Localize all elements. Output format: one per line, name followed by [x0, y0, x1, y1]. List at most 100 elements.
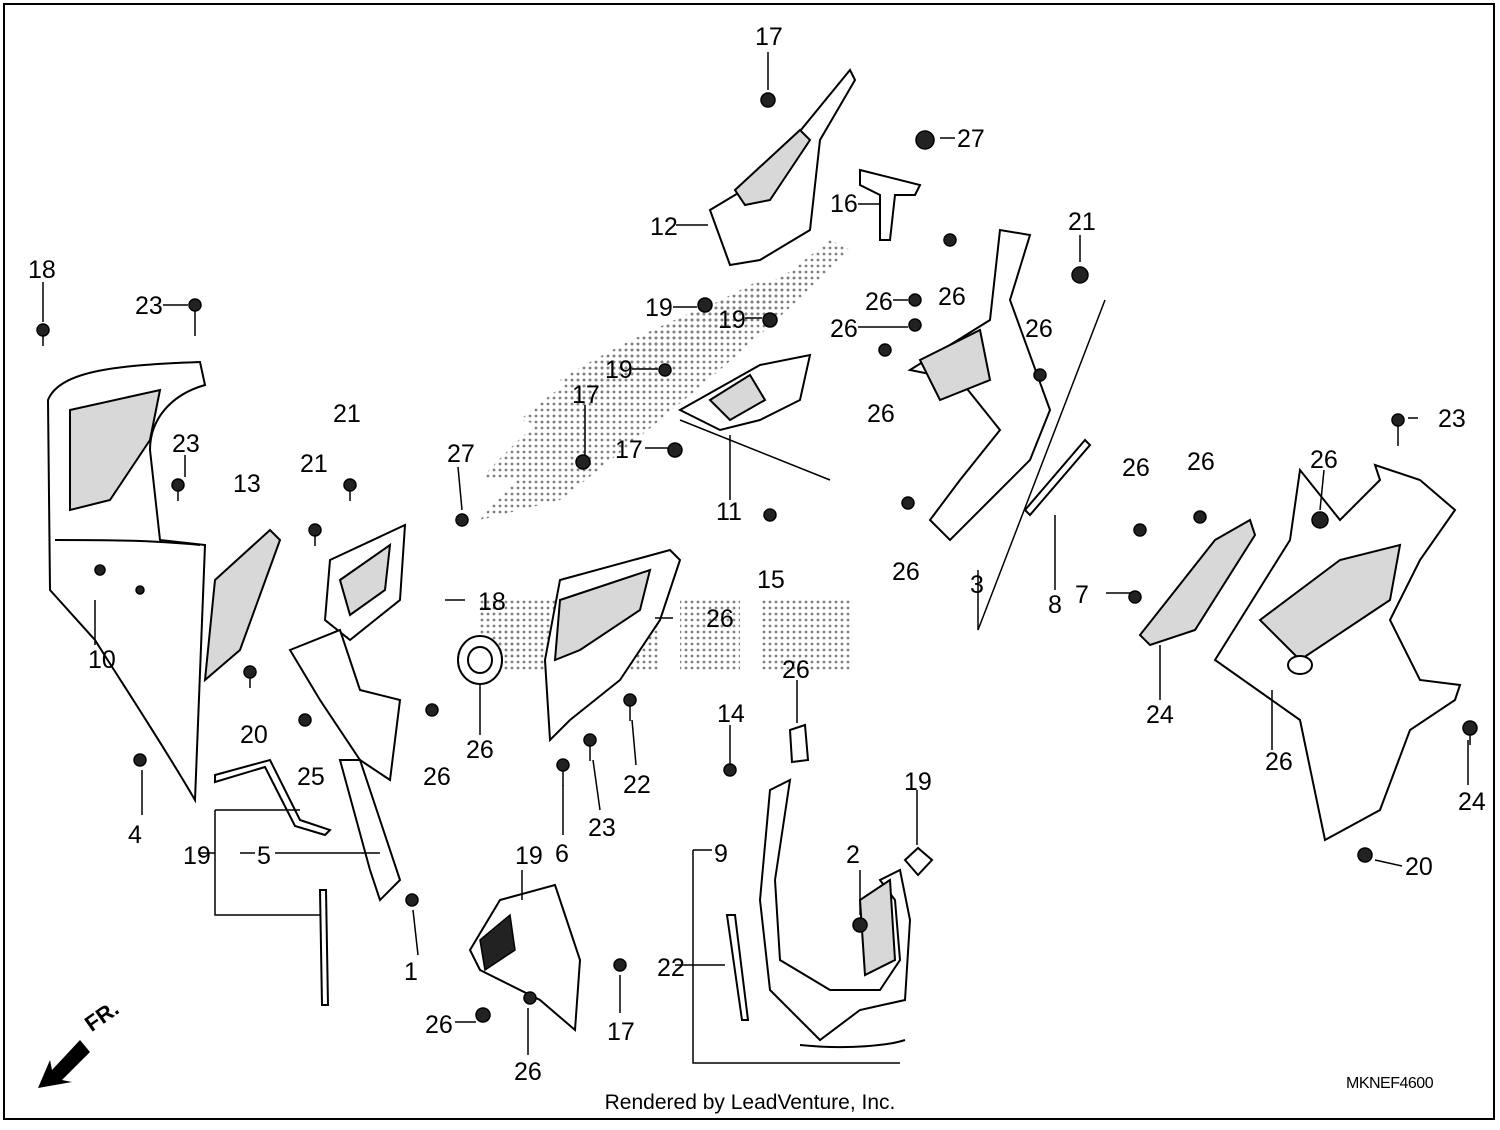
- bolt-icon: [1462, 720, 1478, 745]
- callout-26: 20: [240, 721, 268, 749]
- callout-3: 10: [88, 646, 116, 674]
- bolt-icon: [658, 363, 672, 377]
- callout-26: 15: [757, 566, 785, 594]
- front-arrow-icon: [38, 1040, 90, 1088]
- bolt-icon: [1357, 847, 1373, 863]
- bolt-icon: [760, 92, 776, 108]
- bolt-icon: [36, 323, 50, 346]
- callout-19: 6: [555, 840, 569, 868]
- bolt-icon: [1133, 523, 1147, 537]
- bolt-icon: [878, 343, 892, 357]
- callout-24: 19: [904, 768, 932, 796]
- part-8-right-inner-panel[interactable]: [907, 228, 1052, 542]
- part-7-trim-strip[interactable]: [1023, 438, 1092, 517]
- callout-15: 18: [478, 588, 506, 616]
- part-2-under-cowl[interactable]: [758, 778, 912, 1049]
- bolt-icon: [915, 130, 935, 150]
- bolt-icon: [425, 703, 439, 717]
- bolt-icon: [298, 713, 312, 727]
- callout-18: 26: [1310, 446, 1338, 474]
- callout-25: 26: [466, 736, 494, 764]
- bolt-icon: [667, 442, 683, 458]
- bolt-icon: [908, 293, 922, 307]
- bolt-icon: [188, 298, 202, 336]
- part-10-inner-cover[interactable]: [543, 548, 682, 743]
- part-14-inner-panel-right[interactable]: [1138, 518, 1257, 647]
- callout-17: 17: [755, 23, 783, 51]
- callout-8: 3: [970, 571, 984, 599]
- callout-19: 19: [718, 306, 746, 334]
- bolt-icon: [1391, 413, 1405, 446]
- bolt-icon: [475, 1007, 491, 1023]
- bolt-icon: [762, 312, 778, 328]
- part-15-bracket[interactable]: [288, 523, 407, 902]
- callout-18: 18: [28, 256, 56, 284]
- part-3-left-middle-cowl[interactable]: [46, 360, 207, 804]
- bolt-icon: [133, 753, 147, 767]
- callout-21: 21: [333, 400, 361, 428]
- bolt-icon: [243, 665, 257, 688]
- bolt-icon: [852, 917, 868, 933]
- bolt-icon: [583, 733, 597, 761]
- part-1-trim[interactable]: [725, 914, 750, 1021]
- callout-6: 5: [257, 842, 271, 870]
- bolt-icon: [763, 508, 777, 522]
- callout-26: 26: [892, 558, 920, 586]
- part-9-lower-bracket[interactable]: [468, 883, 582, 1033]
- callout-19: 22: [623, 771, 651, 799]
- callout-11: 11: [716, 498, 742, 526]
- callout-23: 23: [1438, 405, 1466, 433]
- callout-16: 16: [830, 190, 858, 218]
- bolt-icon: [943, 233, 957, 247]
- callout-26: 26: [867, 400, 895, 428]
- bolt-icon: [575, 454, 591, 470]
- callout-22: 4: [128, 821, 142, 849]
- callout-27: 27: [447, 440, 475, 468]
- callout-19: 26: [514, 1058, 542, 1086]
- callout-26: 25: [297, 763, 325, 791]
- callout-26: 26: [938, 283, 966, 311]
- part-25-grommet[interactable]: [457, 635, 503, 685]
- part-16-clip-bracket[interactable]: [859, 168, 922, 241]
- callout-20: 2: [846, 841, 860, 869]
- part-24-clips[interactable]: [788, 723, 934, 877]
- callout-13: 13: [233, 470, 261, 498]
- callout-26: 26: [1025, 315, 1053, 343]
- callout-27: 27: [957, 125, 985, 153]
- bolt-icon: [1071, 266, 1089, 284]
- callout-7: 8: [1048, 591, 1062, 619]
- part-13-inner-panel[interactable]: [203, 528, 282, 683]
- bolt-icon: [623, 693, 637, 721]
- bolt-icon: [455, 513, 469, 527]
- callout-26: 17: [607, 1018, 635, 1046]
- part-12-upper-cover[interactable]: [708, 68, 857, 267]
- part-4-right-middle-cowl[interactable]: [1213, 463, 1462, 842]
- footer-credit: Rendered by LeadVenture, Inc.: [604, 1091, 896, 1114]
- fasteners: [36, 92, 1478, 1023]
- bolt-icon: [405, 893, 419, 907]
- bolt-icon: [1128, 590, 1142, 604]
- bolt-icon: [556, 758, 570, 786]
- leader-lines: [42, 52, 1469, 1064]
- diagram-code: MKNEF4600: [1346, 1075, 1434, 1092]
- callout-26: 26: [1122, 454, 1150, 482]
- callout-26: 26: [830, 315, 858, 343]
- bolt-icon: [901, 496, 915, 510]
- part-5-6-trim-strips[interactable]: [214, 758, 332, 1006]
- callout-26: 26: [865, 288, 893, 316]
- callout-23: 23: [135, 292, 163, 320]
- callout-19: 19: [605, 356, 633, 384]
- callout-23: 24: [1458, 788, 1486, 816]
- bolt-icon: [613, 958, 627, 972]
- bolt-icon: [908, 318, 922, 332]
- callout-26: 26: [1187, 448, 1215, 476]
- bolt-icon: [723, 763, 737, 777]
- callout-24: 26: [782, 656, 810, 684]
- watermark-logo: [480, 240, 850, 670]
- callout-14: 24: [1146, 701, 1174, 729]
- callout-26: 1: [404, 958, 418, 986]
- callout-9: 19: [515, 842, 543, 870]
- callout-10: 26: [706, 605, 734, 633]
- part-11-meter-stay[interactable]: [677, 353, 831, 481]
